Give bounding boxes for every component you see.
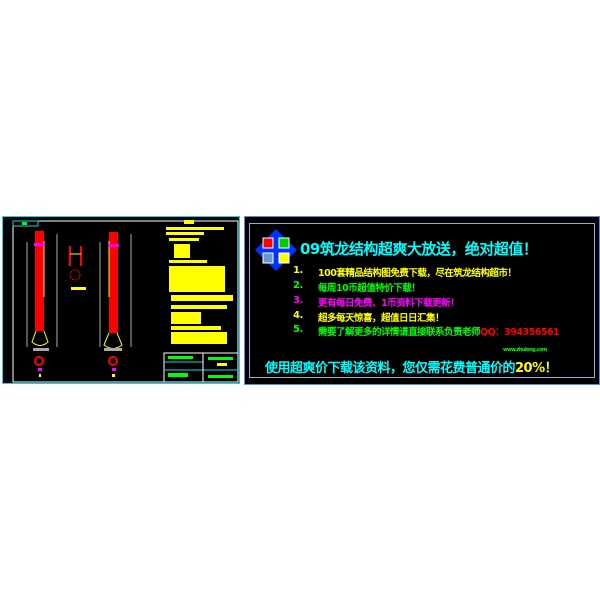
promotion-frame <box>249 223 595 378</box>
sheet-tab <box>12 220 39 227</box>
promotion-panel: 09筑龙结构超爽大放送，绝对超值！ 1. 100套精品结构图免费下载，尽在筑龙结… <box>244 216 600 385</box>
general-notes <box>166 220 233 344</box>
promo-item: 超多每天惊喜，超值日日汇集！ <box>318 313 445 324</box>
zhulong-logo-icon <box>255 229 297 271</box>
item-number: 1. <box>293 265 303 276</box>
item-number: 5. <box>293 324 303 335</box>
pile-elevation-2 <box>99 232 132 377</box>
title-block <box>163 352 239 383</box>
pile-drawing <box>12 220 239 383</box>
item-number: 4. <box>293 310 303 321</box>
section-detail <box>69 246 86 290</box>
footer-percent: 20%！ <box>515 361 558 376</box>
website-note: www.zhulong.com <box>503 347 547 353</box>
contact-text: 需要了解更多的详情请直接联系负责老师 <box>318 327 481 338</box>
promo-item: 更有每日免费、1币资料下载更新！ <box>318 298 460 309</box>
item-number: 3. <box>293 295 303 306</box>
promo-item: 100套精品结构图免费下载，尽在筑龙结构超市！ <box>318 268 517 279</box>
footer-text: 使用超爽价下载该资料，您仅需花费普通价的 <box>265 361 516 376</box>
promo-footer: 使用超爽价下载该资料，您仅需花费普通价的20%！ <box>265 357 558 376</box>
qq-number: QQ：394356561 <box>480 327 560 338</box>
item-number: 2. <box>293 280 303 291</box>
sheet-border <box>12 220 239 383</box>
drawing-sheet-pile-detail[interactable] <box>2 216 240 384</box>
pile-elevation-1 <box>26 231 58 377</box>
promo-item: 需要了解更多的详情请直接联系负责老师QQ：394356561 <box>318 324 560 338</box>
promo-item: 每周10币超值特价下载！ <box>318 283 421 294</box>
promo-title: 09筑龙结构超爽大放送，绝对超值！ <box>300 240 538 258</box>
